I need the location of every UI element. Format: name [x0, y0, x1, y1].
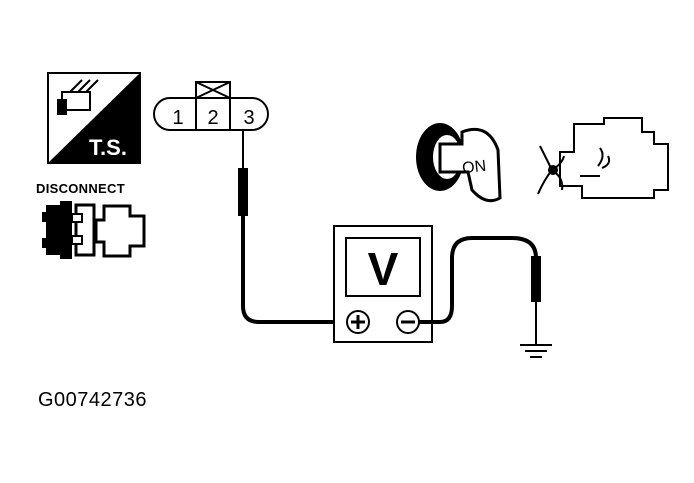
disconnected-connector-icon: [42, 201, 146, 259]
blocked-pin-marker: [195, 81, 231, 99]
connector: 1 2 3: [153, 81, 269, 131]
ignition-key-on-icon: ON: [416, 123, 502, 203]
voltmeter: V: [333, 225, 433, 343]
connector-pin-3: 3: [243, 107, 254, 129]
positive-test-lead: [238, 130, 342, 324]
engine-running-icon: [537, 117, 669, 199]
ts-badge: T.S.: [47, 72, 141, 164]
connector-pin-1: 1: [172, 107, 183, 129]
negative-terminal: [396, 310, 420, 334]
ground-symbol-icon: [520, 344, 552, 358]
connector-pin-2: 2: [207, 107, 218, 129]
disconnect-label: DISCONNECT: [36, 181, 125, 196]
negative-test-lead: [419, 236, 541, 345]
test-switch-icon: [57, 79, 99, 115]
figure-id: G00742736: [38, 389, 147, 411]
ignition-label: ON: [461, 158, 487, 177]
voltmeter-label: V: [368, 243, 399, 295]
positive-terminal: [346, 310, 370, 334]
ts-label: T.S.: [89, 135, 127, 160]
